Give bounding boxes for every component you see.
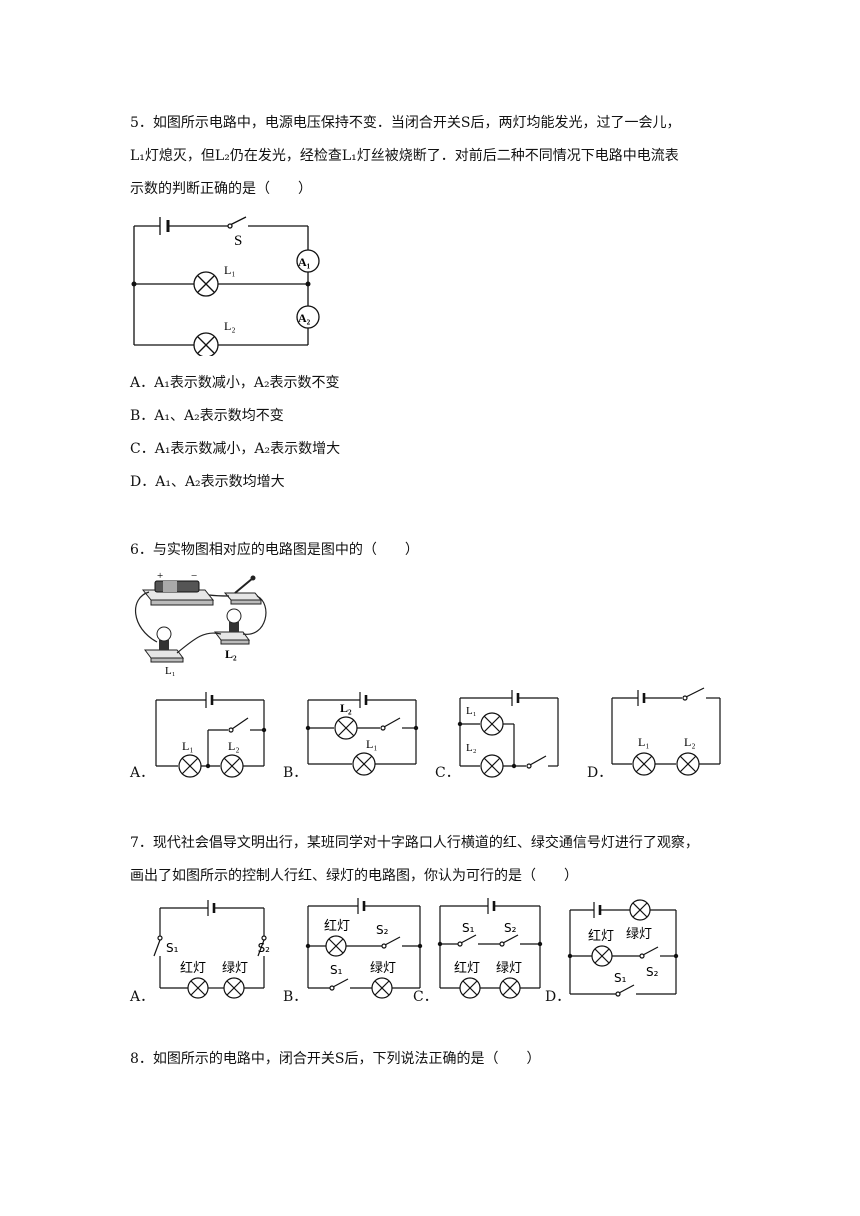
q6d-l2-label: L₂ — [684, 735, 696, 749]
q7-option-b-diagram: 红灯 S₂ S₁ 绿灯 — [305, 898, 423, 999]
q6-option-a-letter: A． — [130, 765, 155, 781]
q6-option-a-diagram: L₁ L₂ — [155, 692, 267, 778]
q6-stem: 6．与实物图相对应的电路图是图中的（ ） — [130, 542, 419, 558]
q7-option-b-letter: B． — [283, 989, 308, 1005]
q7d-green-label: 绿灯 — [626, 927, 652, 942]
q6-photo-l2-label: L₂ — [225, 647, 237, 661]
q7-option-c-diagram: S₁ S₂ 红灯 绿灯 — [437, 898, 543, 999]
q6-physical-circuit-photo: + − L₁ L₂ — [134, 570, 267, 677]
q5-option-d: D．A₁、A₂表示数均增大 — [130, 474, 285, 490]
q7b-s1-label: S₁ — [330, 963, 343, 977]
q5-option-a: A．A₁表示数减小，A₂表示数不变 — [130, 375, 340, 391]
q7-option-d-diagram: 红灯 绿灯 S₂ S₁ — [567, 899, 679, 997]
q7c-red-label: 红灯 — [454, 960, 480, 976]
q6-photo-l1-label: L₁ — [165, 665, 176, 677]
q6c-l1-label: L₁ — [466, 705, 477, 717]
q6a-l2-label: L₂ — [228, 739, 240, 753]
q5-lamp2-label: L₂ — [224, 319, 236, 333]
q5-stem-line-3: 示数的判断正确的是（ ） — [130, 181, 312, 197]
q7a-s1-label: S₁ — [166, 941, 179, 955]
q7c-green-label: 绿灯 — [496, 961, 522, 976]
q7-option-d-letter: D． — [545, 989, 571, 1005]
q6-option-b-diagram: L₂ L₁ — [305, 692, 419, 776]
q5-option-b: B．A₁、A₂表示数均不变 — [130, 408, 284, 424]
q5-ammeter1-label: A₁ — [298, 255, 311, 269]
q7-stem-line-1: 7．现代社会倡导文明出行，某班同学对十字路口人行横道的红、绿交通信号灯进行了观察… — [130, 835, 699, 851]
q6-option-c-letter: C． — [435, 765, 460, 781]
q6-option-b-letter: B． — [283, 765, 308, 781]
q5-ammeter2-label: A₂ — [298, 311, 311, 325]
q7d-s1-label: S₁ — [614, 971, 627, 985]
q7-option-a-diagram: S₁ S₂ 红灯 绿灯 — [153, 900, 271, 999]
q7-option-a-letter: A． — [130, 989, 155, 1005]
q5-switch-label: S — [234, 233, 242, 249]
q6-battery-plus: + — [157, 570, 163, 582]
q8-stem: 8．如图所示的电路中，闭合开关S后，下列说法正确的是（ ） — [130, 1051, 541, 1067]
q6-option-d-diagram: L₁ L₂ — [611, 687, 721, 776]
q7b-green-label: 绿灯 — [370, 961, 396, 976]
q7c-s2-label: S₂ — [504, 921, 517, 935]
q7a-red-label: 红灯 — [180, 960, 206, 976]
q6-option-d-letter: D． — [587, 765, 613, 781]
q7-stem-line-2: 画出了如图所示的控制人行红、绿灯的电路图，你认为可行的是（ ） — [130, 868, 578, 884]
q6-option-c-diagram: L₁ L₂ — [457, 690, 559, 778]
q5-lamp1-label: L₁ — [224, 263, 236, 277]
q7b-s2-label: S₂ — [376, 923, 389, 937]
q7-option-c-letter: C． — [413, 989, 438, 1005]
q5-option-c: C．A₁表示数减小，A₂表示数增大 — [130, 441, 341, 457]
q7a-s2-label: S₂ — [258, 941, 271, 955]
q5-circuit-diagram: S L₁ L₂ A₁ A₂ — [131, 216, 320, 356]
q7a-green-label: 绿灯 — [222, 961, 248, 976]
q5-stem-line-1: 5．如图所示电路中，电源电压保持不变．当闭合开关S后，两灯均能发光，过了一会儿， — [130, 115, 681, 131]
q6-battery-minus: − — [191, 570, 197, 582]
q7d-red-label: 红灯 — [588, 928, 614, 944]
q6b-l1-label: L₁ — [366, 737, 378, 751]
q5-stem-line-2: L₁灯熄灭，但L₂仍在发光，经检查L₁灯丝被烧断了．对前后二种不同情况下电路中电… — [130, 148, 679, 164]
q6a-l1-label: L₁ — [182, 739, 194, 753]
q7c-s1-label: S₁ — [462, 921, 475, 935]
q7b-red-label: 红灯 — [324, 918, 350, 934]
q6d-l1-label: L₁ — [638, 735, 650, 749]
q6c-l2-label: L₂ — [466, 742, 477, 754]
q7d-s2-label: S₂ — [646, 965, 659, 979]
q6b-l2-label: L₂ — [340, 701, 352, 715]
